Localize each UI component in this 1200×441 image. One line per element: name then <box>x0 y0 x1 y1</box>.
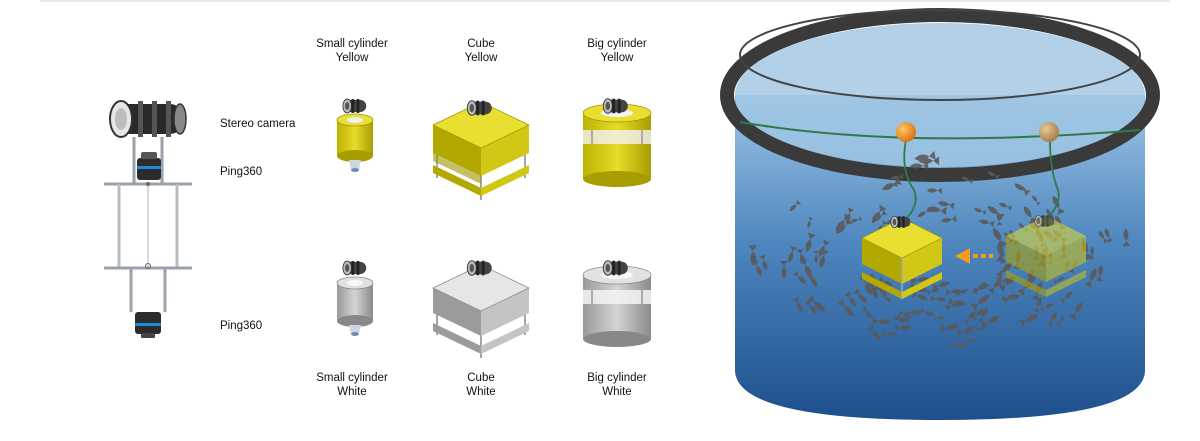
cube-yellow <box>433 101 529 200</box>
big-cylinder-white <box>583 261 651 347</box>
label-big-yellow-line1: Big cylinder <box>587 38 647 50</box>
label-small-white-line1: Small cylinder <box>316 372 388 384</box>
label-cube-yellow-line1: Cube <box>467 38 495 50</box>
label-small-white-line2: White <box>337 386 366 398</box>
label-big-yellow-line2: Yellow <box>601 52 635 64</box>
label-big-white-line1: Big cylinder <box>587 372 647 384</box>
label-stereo-camera: Stereo camera <box>220 118 296 130</box>
small-cylinder-yellow <box>337 99 373 172</box>
fish-tank <box>727 10 1153 420</box>
buoy-back-icon <box>1039 122 1059 142</box>
buoy-front-icon <box>896 122 916 142</box>
label-big-white-line2: White <box>602 386 631 398</box>
label-ping360-top: Ping360 <box>220 166 262 178</box>
stereo-camera-icon <box>110 101 186 137</box>
label-cube-white-line1: Cube <box>467 372 495 384</box>
label-ping360-bottom: Ping360 <box>220 320 262 332</box>
label-small-yellow-line1: Small cylinder <box>316 38 388 50</box>
label-small-yellow-line2: Yellow <box>336 52 370 64</box>
ping360-bottom-icon <box>135 312 161 338</box>
big-cylinder-yellow <box>583 99 651 187</box>
camera-rig <box>104 101 192 338</box>
small-cylinder-white <box>337 261 373 336</box>
cube-white <box>433 261 529 358</box>
label-cube-yellow-line2: Yellow <box>465 52 499 64</box>
label-cube-white-line2: White <box>466 386 495 398</box>
ping360-top-icon <box>137 152 161 180</box>
